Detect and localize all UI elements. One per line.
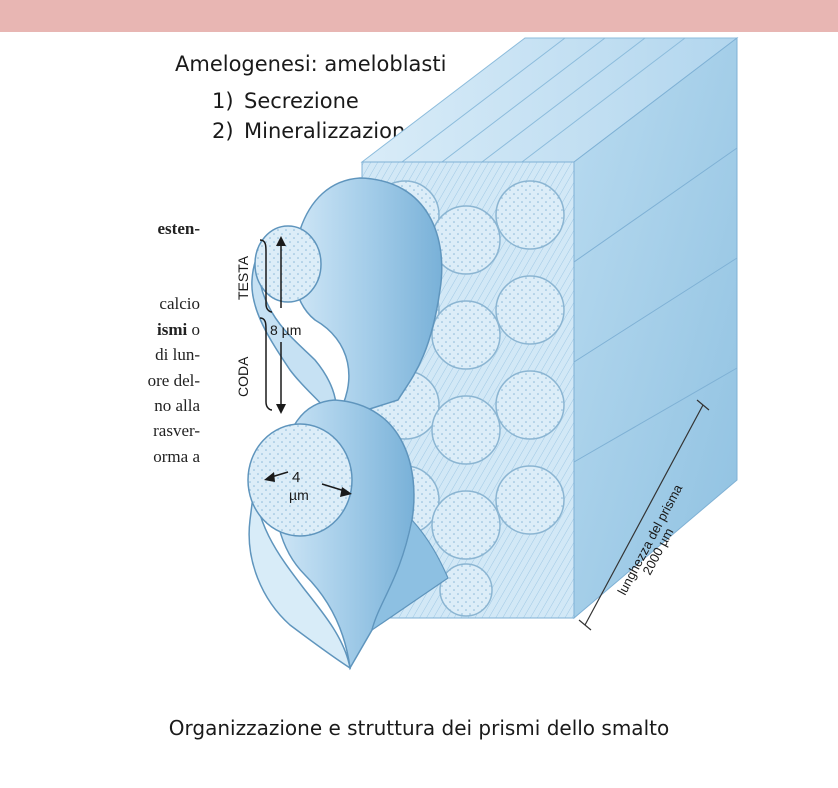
slide-header-bar [0, 0, 838, 32]
book-line: ore del- [147, 370, 200, 390]
slide-title: Amelogenesi: ameloblasti [175, 52, 447, 76]
prism-rod-upper [251, 177, 443, 422]
label-width-value: 4 [292, 469, 300, 486]
label-tail: CODA [235, 356, 251, 397]
book-line: orma a [153, 446, 200, 466]
figure-caption: Organizzazione e struttura dei prismi de… [168, 716, 670, 740]
step-item: 1) Secrezione [212, 86, 418, 116]
book-line: esten- [157, 219, 200, 238]
length-dimension-line [578, 399, 710, 631]
step-number: 1) [212, 89, 234, 113]
prism-rod-lower [247, 399, 449, 671]
book-line: ismi o [157, 319, 200, 339]
step-text: Secrezione [244, 89, 359, 113]
label-width-unit: µm [289, 487, 309, 503]
step-number: 2) [212, 119, 234, 143]
height-dimension-bracket [259, 236, 286, 414]
label-head: TESTA [235, 255, 251, 300]
book-line: rasver- [153, 421, 200, 441]
steps-list: 1) Secrezione 2) Mineralizzazione [212, 86, 418, 146]
book-line: di lun- [155, 345, 200, 365]
book-bold-word: ismi [157, 319, 188, 339]
step-text: Mineralizzazione [244, 119, 419, 143]
label-height: 8 µm [270, 322, 301, 338]
textbook-excerpt: esten- calcio ismi o di lun- ore del- no… [0, 200, 200, 469]
width-dimension-arrows [264, 471, 352, 497]
step-item: 2) Mineralizzazione [212, 116, 418, 146]
book-line: calcio [159, 294, 200, 314]
book-line: no alla [154, 396, 200, 416]
